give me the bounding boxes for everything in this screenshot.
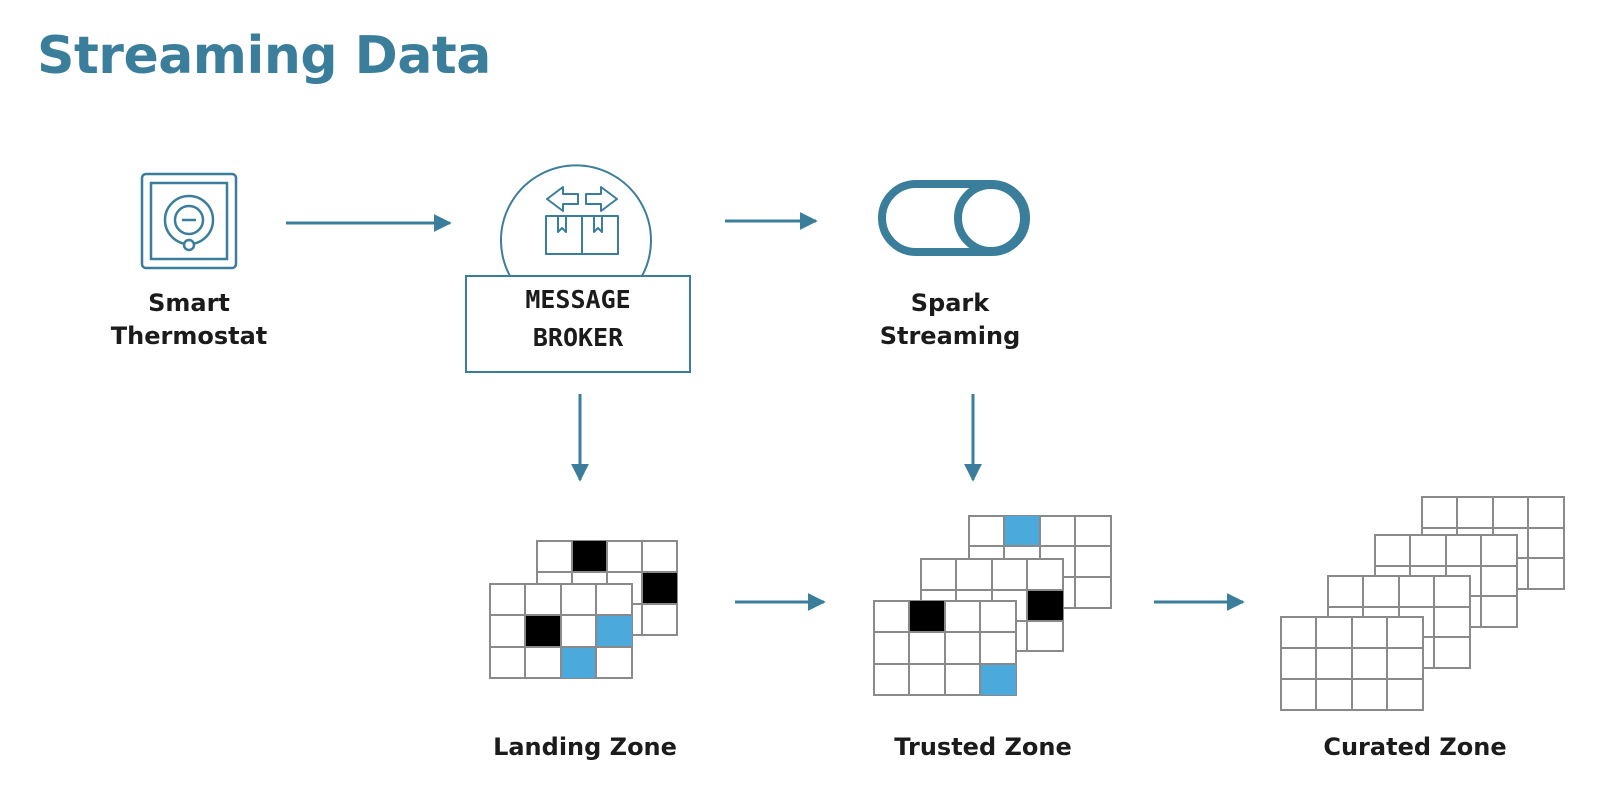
thermostat-icon	[140, 172, 238, 270]
message-broker-label-line-2: BROKER	[532, 323, 624, 352]
curated-table-4	[1280, 616, 1424, 711]
spark-streaming-label: Spark Streaming	[850, 287, 1050, 353]
curated-zone-tables	[1280, 496, 1565, 711]
landing-zone-tables	[489, 540, 678, 679]
trusted-zone-label: Trusted Zone	[894, 733, 1072, 761]
thermostat-label-line-2: Thermostat	[110, 322, 268, 350]
landing-table-front	[489, 583, 633, 679]
trusted-zone-tables	[873, 515, 1112, 696]
curated-zone-label: Curated Zone	[1323, 733, 1507, 761]
toggle-switch-icon	[878, 180, 1030, 256]
shipping-boxes-exchange-icon	[545, 186, 619, 255]
landing-zone-label: Landing Zone	[493, 733, 677, 761]
message-broker-box	[465, 164, 691, 373]
trusted-table-front	[873, 600, 1017, 696]
spark-label-line-2: Streaming	[879, 322, 1021, 350]
page-title: Streaming Data	[37, 26, 491, 86]
spark-label-line-1: Spark	[910, 289, 990, 317]
message-broker-label-line-1: MESSAGE	[525, 285, 631, 314]
thermostat-label-line-1: Smart	[148, 289, 230, 317]
message-broker-label: MESSAGE BROKER	[466, 281, 690, 357]
thermostat-label: Smart Thermostat	[89, 287, 289, 353]
